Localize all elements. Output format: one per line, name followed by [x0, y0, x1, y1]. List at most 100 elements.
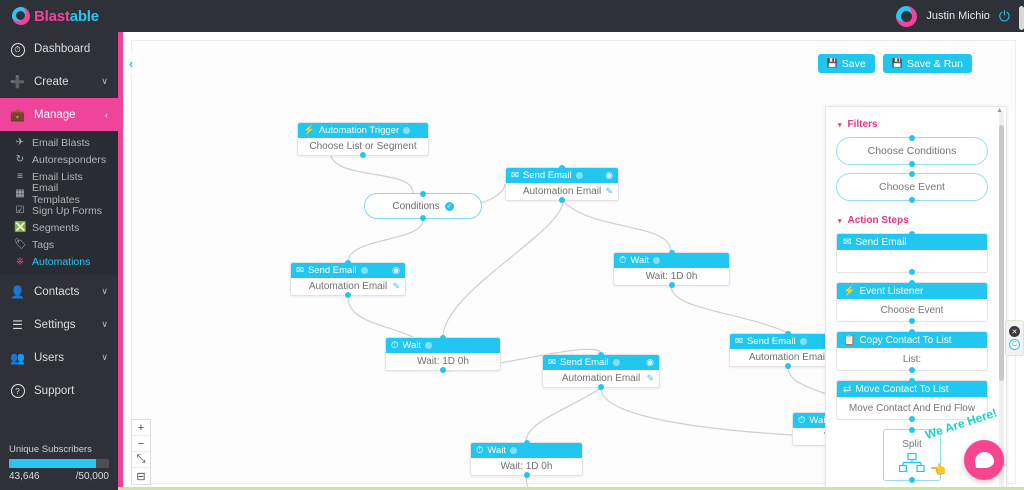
brand-text-part1: Blast	[34, 7, 70, 25]
steps-panel-scrollbar[interactable]: ▲	[996, 107, 1004, 490]
subscribers-progress-fill	[9, 459, 96, 468]
choose-event-option[interactable]: Choose Event	[836, 171, 988, 203]
node-port-bottom[interactable]	[559, 197, 565, 203]
chat-bubble-button[interactable]	[964, 440, 1004, 480]
filters-section-title: Filters	[847, 119, 878, 130]
node-port-top[interactable]	[559, 165, 565, 171]
edit-icon[interactable]: ✎	[605, 186, 613, 196]
chat-widget-button[interactable]: C	[1009, 339, 1020, 350]
segments-icon: ❎	[14, 222, 27, 233]
node-port-top[interactable]	[598, 352, 604, 358]
node-send-email-3[interactable]: ✉ Send Email ◉ Automation Email ✎	[542, 352, 660, 390]
node-port-top[interactable]	[345, 260, 351, 266]
clock-icon: ⏱	[391, 340, 399, 351]
sidebar-item-contacts[interactable]: 👤 Contacts ∨	[0, 275, 118, 308]
sidebar-item-create[interactable]: ➕ Create ∨	[0, 65, 118, 98]
status-dot-icon	[575, 172, 583, 179]
sidebar-item-autoresponders[interactable]: ↻ Autoresponders	[0, 151, 118, 168]
close-widget-button[interactable]: ✕	[1009, 326, 1020, 337]
node-send-email-1[interactable]: ✉ Send Email ◉ Automation Email ✎	[505, 165, 619, 203]
plus-icon: ➕	[10, 74, 25, 89]
save-and-run-button[interactable]: 💾 Save & Run	[882, 54, 972, 73]
save-button[interactable]: 💾 Save	[817, 54, 875, 73]
node-conditions[interactable]: Conditions ✓	[364, 191, 482, 221]
node-wait-1[interactable]: ⏱ Wait Wait: 1D 0h	[613, 250, 730, 288]
step-header: ✉ Send Email	[837, 234, 987, 250]
node-body[interactable]: Wait: 1D 0h	[471, 458, 582, 475]
sidebar-item-automations[interactable]: ⎈ Automations	[0, 253, 118, 270]
node-port-bottom[interactable]	[345, 292, 351, 298]
lock-button[interactable]: ⊟	[136, 470, 146, 483]
status-dot-icon	[653, 257, 661, 264]
node-body[interactable]: Automation Email ✎	[543, 370, 659, 387]
action-step-event-listener[interactable]: ⚡ Event Listener Choose Event	[836, 280, 988, 324]
choose-conditions-option[interactable]: Choose Conditions	[836, 135, 988, 167]
node-port-top[interactable]	[785, 331, 791, 337]
eye-icon[interactable]: ◉	[605, 170, 613, 180]
step-port-bottom	[909, 318, 915, 324]
node-port-top[interactable]	[523, 440, 530, 446]
action-step-split[interactable]: Split	[883, 427, 941, 483]
node-port-top[interactable]	[420, 191, 426, 197]
zoom-out-button[interactable]: −	[132, 436, 150, 452]
scroll-up-icon[interactable]: ▲	[996, 107, 1003, 114]
node-port-bottom[interactable]	[440, 367, 446, 373]
avatar[interactable]	[896, 5, 918, 27]
sidebar-item-email-templates[interactable]: ▦ Email Templates	[0, 182, 118, 206]
step-port-bottom	[909, 477, 915, 483]
sidebar-item-dashboard[interactable]: ⏱ Dashboard	[0, 32, 118, 65]
sidebar-item-sign-up-forms[interactable]: ☑ Sign Up Forms	[0, 202, 118, 219]
node-automation-trigger[interactable]: ⚡ Automation Trigger Choose List or Segm…	[297, 122, 429, 158]
step-port-top	[909, 427, 915, 433]
sidebar-item-users[interactable]: 👥 Users ∨	[0, 341, 118, 374]
sidebar-item-settings[interactable]: ☰ Settings ∨	[0, 308, 118, 341]
action-step-copy-contact-to-list[interactable]: 📋 Copy Contact To List List:	[836, 329, 988, 373]
edit-icon[interactable]: ✎	[392, 281, 400, 291]
node-port-bottom[interactable]	[668, 282, 675, 288]
sidebar-item-segments[interactable]: ❎ Segments	[0, 219, 118, 236]
zoom-in-button[interactable]: +	[132, 420, 150, 436]
sidebar-collapse-button[interactable]: ‹	[123, 52, 139, 74]
node-port-bottom[interactable]	[420, 215, 426, 221]
node-body[interactable]: Automation Email ✎	[291, 278, 405, 295]
sidebar-item-email-lists[interactable]: ≡ Email Lists	[0, 168, 118, 185]
sidebar-item-tags[interactable]: 🏷 Tags	[0, 236, 118, 253]
sidebar-item-label: Dashboard	[34, 42, 91, 55]
action-step-move-contact-to-list[interactable]: ⇄ Move Contact To List Move Contact And …	[836, 378, 988, 422]
sidebar-item-email-blasts[interactable]: ✈ Email Blasts	[0, 134, 118, 151]
node-body-label: Wait: 1D 0h	[417, 356, 469, 367]
node-body[interactable]: Wait: 1D 0h	[614, 268, 729, 285]
filters-section-header[interactable]: ▾ Filters	[838, 119, 988, 130]
node-port-bottom[interactable]	[360, 152, 366, 158]
eye-icon[interactable]: ◉	[646, 357, 654, 367]
node-port-bottom[interactable]	[523, 472, 530, 478]
split-icon	[899, 452, 925, 472]
edit-icon[interactable]: ✎	[646, 373, 654, 383]
choose-conditions-label: Choose Conditions	[867, 145, 957, 157]
node-port-top[interactable]	[668, 250, 675, 256]
sidebar-item-manage[interactable]: 💼 Manage ‹	[0, 98, 118, 131]
eye-icon[interactable]: ◉	[392, 265, 400, 275]
node-title: Send Email	[559, 357, 609, 368]
brand-logo[interactable]: Blastable	[0, 7, 118, 25]
fit-view-button[interactable]: ⤡	[132, 452, 150, 468]
node-port-bottom[interactable]	[785, 363, 791, 369]
sidebar-item-support[interactable]: ? Support	[0, 374, 118, 407]
action-step-send-email[interactable]: ✉ Send Email	[836, 231, 988, 275]
step-port-bottom	[909, 416, 915, 422]
page-scrollbar[interactable]	[1019, 6, 1024, 30]
node-wait-4[interactable]: ⏱ Wait Wait: 1D 0h	[470, 440, 583, 478]
scrollbar-thumb[interactable]	[999, 125, 1004, 381]
step-port-top	[909, 329, 915, 335]
node-send-email-2[interactable]: ✉ Send Email ◉ Automation Email ✎	[290, 260, 406, 298]
node-body[interactable]: Choose List or Segment	[298, 138, 428, 155]
power-icon[interactable]: ⏻	[998, 8, 1010, 24]
node-port-bottom[interactable]	[598, 384, 604, 390]
node-body[interactable]: Automation Email ✎	[506, 183, 618, 200]
action-steps-section-header[interactable]: ▾ Action Steps	[838, 215, 988, 226]
node-wait-2[interactable]: ⏱ Wait Wait: 1D 0h	[385, 335, 501, 373]
form-icon: ☑	[15, 205, 25, 216]
check-badge-icon: ✓	[444, 201, 454, 211]
node-port-top[interactable]	[440, 335, 446, 341]
sliders-icon: ☰	[12, 317, 23, 332]
